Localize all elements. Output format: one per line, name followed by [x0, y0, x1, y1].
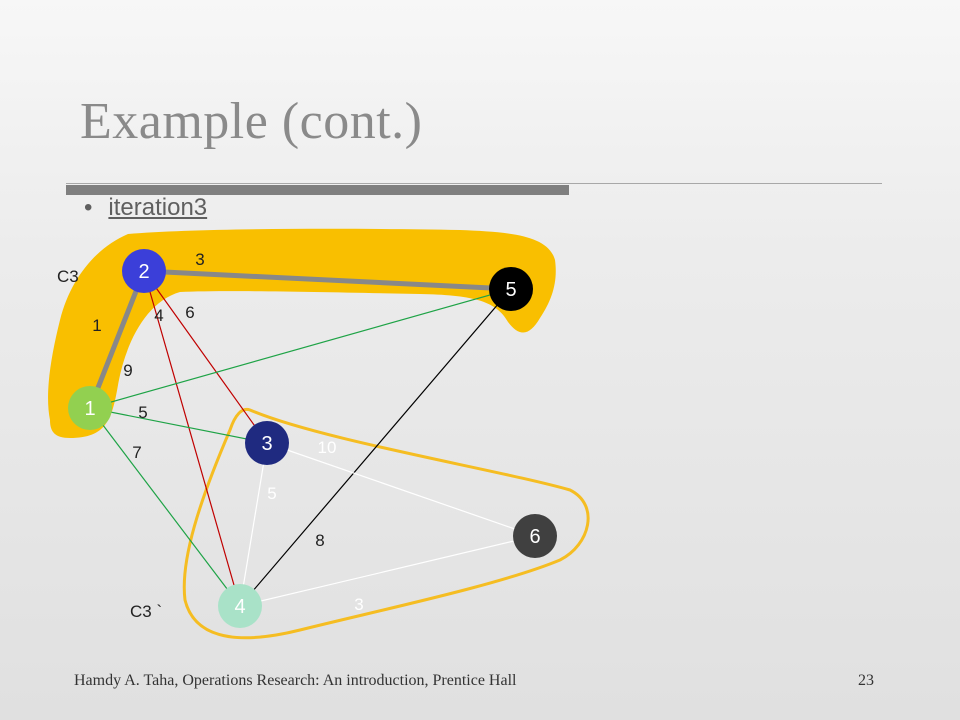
node-2: 2 — [122, 249, 166, 293]
node-circle-1 — [68, 386, 112, 430]
edge-2-4 — [143, 270, 241, 607]
node-label-2: 2 — [138, 261, 149, 283]
title-accent-bar — [66, 185, 569, 195]
cut-c3-highlight — [48, 228, 556, 438]
edge-1-4 — [89, 407, 241, 607]
node-label-4: 4 — [234, 596, 245, 618]
node-6: 6 — [513, 514, 557, 558]
cut-c3-prime-label: C3 ` — [130, 602, 162, 621]
edge-weight-3-4: 5 — [267, 484, 276, 503]
node-circle-2 — [122, 249, 166, 293]
edge-2-3 — [143, 270, 268, 444]
edge-weight-1-2: 1 — [92, 316, 101, 335]
edge-weight-2-3: 6 — [185, 303, 194, 322]
node-1: 1 — [68, 386, 112, 430]
edge-3-6 — [266, 442, 536, 537]
edge-weight-2-5: 3 — [195, 250, 204, 269]
bullet-dot-icon: • — [84, 194, 93, 221]
edge-1-3 — [89, 407, 268, 444]
edge-weight-1-3: 5 — [138, 403, 147, 422]
node-3: 3 — [245, 421, 289, 465]
edge-weight-1-5: 9 — [123, 361, 132, 380]
edge-5-4 — [239, 288, 512, 607]
edge-3-4 — [239, 442, 268, 607]
node-circle-3 — [245, 421, 289, 465]
footer-source-citation: Hamdy A. Taha, Operations Research: An i… — [74, 672, 517, 689]
bullet-item: • iteration3 — [84, 194, 207, 222]
node-label-6: 6 — [529, 526, 540, 548]
node-label-3: 3 — [261, 433, 272, 455]
footer-page-number: 23 — [858, 672, 874, 689]
edge-weight-1-4: 7 — [132, 443, 141, 462]
node-5: 5 — [489, 267, 533, 311]
edge-1-2 — [87, 270, 147, 409]
cut-c3-label: C3 — [57, 267, 79, 286]
slide-title: Example (cont.) — [80, 93, 423, 150]
edge-2-5 — [143, 268, 512, 292]
node-label-1: 1 — [84, 398, 95, 420]
edge-1-5 — [89, 288, 512, 409]
node-circle-5 — [489, 267, 533, 311]
edge-weight-2-4: 4 — [154, 306, 163, 325]
node-4: 4 — [218, 584, 262, 628]
node-circle-4 — [218, 584, 262, 628]
edge-weight-3-6: 10 — [318, 438, 337, 457]
edge-4-6 — [239, 535, 536, 607]
node-label-5: 5 — [505, 279, 516, 301]
title-divider-line — [66, 183, 882, 184]
bullet-text: iteration3 — [108, 194, 208, 221]
edge-weight-5-4: 8 — [315, 531, 324, 550]
cut-c3-prime-outline — [182, 407, 590, 640]
node-circle-6 — [513, 514, 557, 558]
edge-weight-4-6: 3 — [354, 595, 363, 614]
